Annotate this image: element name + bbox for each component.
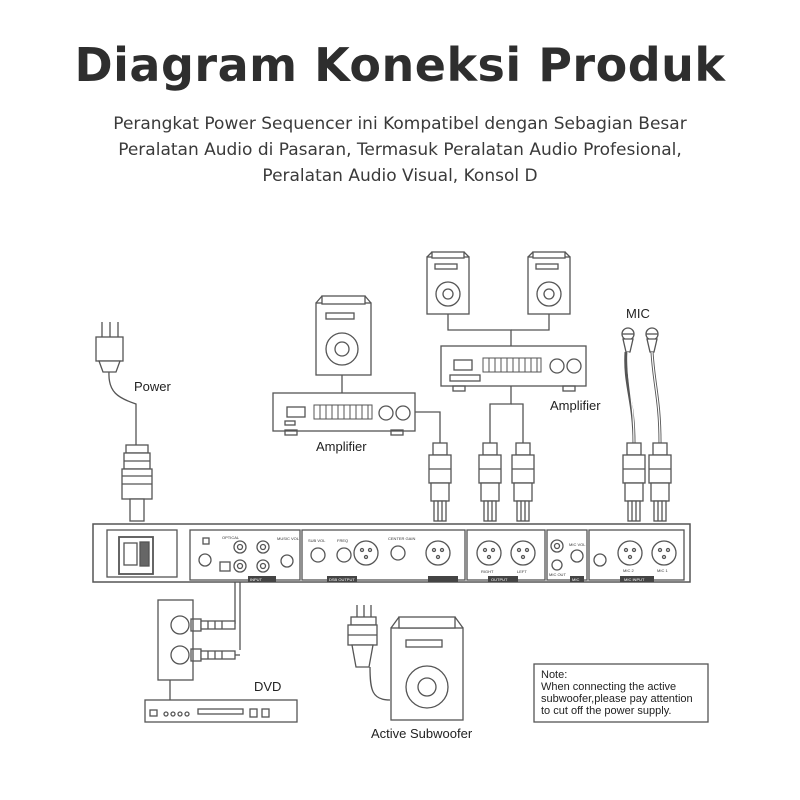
power-connector-icon <box>121 444 153 522</box>
subtitle-line-3: Peralatan Audio Visual, Konsol D <box>262 166 538 186</box>
subtitle-line-1: Perangkat Power Sequencer ini Kompatibel… <box>113 114 687 134</box>
xlr-connector-icon <box>648 442 672 522</box>
section-dsb-output-label: DSB OUTPUT <box>329 577 355 582</box>
note-line-1: Note: <box>541 669 567 681</box>
power-plug-icon <box>95 322 124 373</box>
rca-connector-icon <box>170 645 236 665</box>
sub-vol-label: SUB VOL <box>308 538 326 543</box>
output-right-label: RIGHT <box>481 569 494 574</box>
section-mic-label: MIC <box>572 577 579 582</box>
subwoofer-speaker-icon <box>390 616 464 721</box>
power-label: Power <box>134 379 172 394</box>
mic-label: MIC <box>626 306 650 321</box>
optical-label: OPTICAL <box>222 535 240 540</box>
note-line-3: subwoofer,please pay attention <box>541 693 693 705</box>
subwoofer-power-plug-icon <box>347 605 378 668</box>
mic-out-label: MIC OUT <box>549 572 566 577</box>
subtitle-line-2: Peralatan Audio di Pasaran, Termasuk Per… <box>118 140 682 160</box>
freq-label: FREQ <box>337 538 348 543</box>
active-subwoofer-label: Active Subwoofer <box>371 726 473 741</box>
page-subtitle: Perangkat Power Sequencer ini Kompatibel… <box>60 111 740 189</box>
amplifier-left-cable <box>415 411 441 443</box>
section-output-label: OUTPUT <box>491 577 508 582</box>
power-cable <box>108 371 137 445</box>
amplifier-left-label: Amplifier <box>316 439 367 454</box>
rca-connector-icon <box>170 615 236 635</box>
music-vol-label: MUSIC VOL <box>277 536 300 541</box>
note-box <box>533 663 709 723</box>
microphone-icon <box>645 327 659 353</box>
xlr-connector-icon <box>478 442 502 522</box>
center-gain-label: CENTER GAIN <box>388 536 415 541</box>
dvd-rear-panel <box>157 599 194 681</box>
section-input-label: INPUT <box>250 577 263 582</box>
speaker-icon <box>426 251 470 315</box>
speaker-icon <box>527 251 571 315</box>
mic2-label: MIC 2 <box>623 568 634 573</box>
page-title: Diagram Koneksi Produk <box>74 38 726 92</box>
section-mic-input-label: MIC INPUT <box>624 577 645 582</box>
rear-panel <box>92 523 691 583</box>
note-line-4: to cut off the power supply. <box>541 705 671 717</box>
speaker-icon <box>315 295 372 376</box>
amplifier-right-icon <box>440 345 587 392</box>
xlr-connector-icon <box>428 442 452 522</box>
dvd-label: DVD <box>254 679 281 694</box>
mic1-label: MIC 1 <box>657 568 668 573</box>
note-line-2: When connecting the active <box>541 681 676 693</box>
amplifier-right-label: Amplifier <box>550 398 601 413</box>
dvd-player-icon <box>144 699 298 723</box>
xlr-connector-icon <box>622 442 646 522</box>
xlr-connector-icon <box>511 442 535 522</box>
microphone-icon <box>621 327 635 353</box>
output-left-label: LEFT <box>517 569 527 574</box>
mic-vol-label: MIC VOL <box>569 542 586 547</box>
amplifier-left-icon <box>272 392 416 436</box>
